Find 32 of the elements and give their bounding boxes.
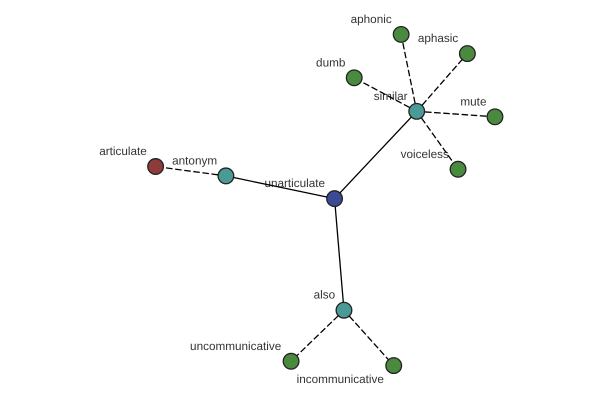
node-label: voiceless [400, 148, 448, 161]
connector [338, 116, 412, 194]
node-label: articulate [98, 145, 146, 158]
node-label: aphasic [417, 32, 458, 46]
connector [421, 59, 462, 106]
connector [424, 111, 486, 117]
connector [233, 176, 326, 198]
connector [334, 206, 344, 302]
node-circle [345, 69, 362, 86]
node-circle [384, 357, 402, 374]
node-label: incommunicative [296, 372, 384, 386]
node-circle [326, 190, 343, 208]
node-circle [449, 160, 466, 178]
node-label: antonym [172, 154, 217, 168]
node-circle [458, 45, 476, 62]
node-circle [282, 352, 300, 370]
node-circle [216, 167, 234, 184]
node-circle [335, 302, 352, 319]
node-circle [408, 102, 425, 120]
node-circle [392, 26, 410, 43]
node-label: mute [460, 95, 486, 108]
connector [296, 315, 338, 356]
node-circle [486, 108, 503, 126]
connector [348, 316, 388, 360]
connector [420, 118, 454, 164]
node-label: also [313, 288, 335, 302]
node-label: unarticulate [264, 177, 325, 190]
node-label: aphonic [350, 12, 392, 26]
node-label: dumb [316, 56, 345, 70]
connector [402, 42, 416, 104]
node-label: uncommunicative [190, 340, 281, 353]
node-circle [146, 158, 164, 175]
